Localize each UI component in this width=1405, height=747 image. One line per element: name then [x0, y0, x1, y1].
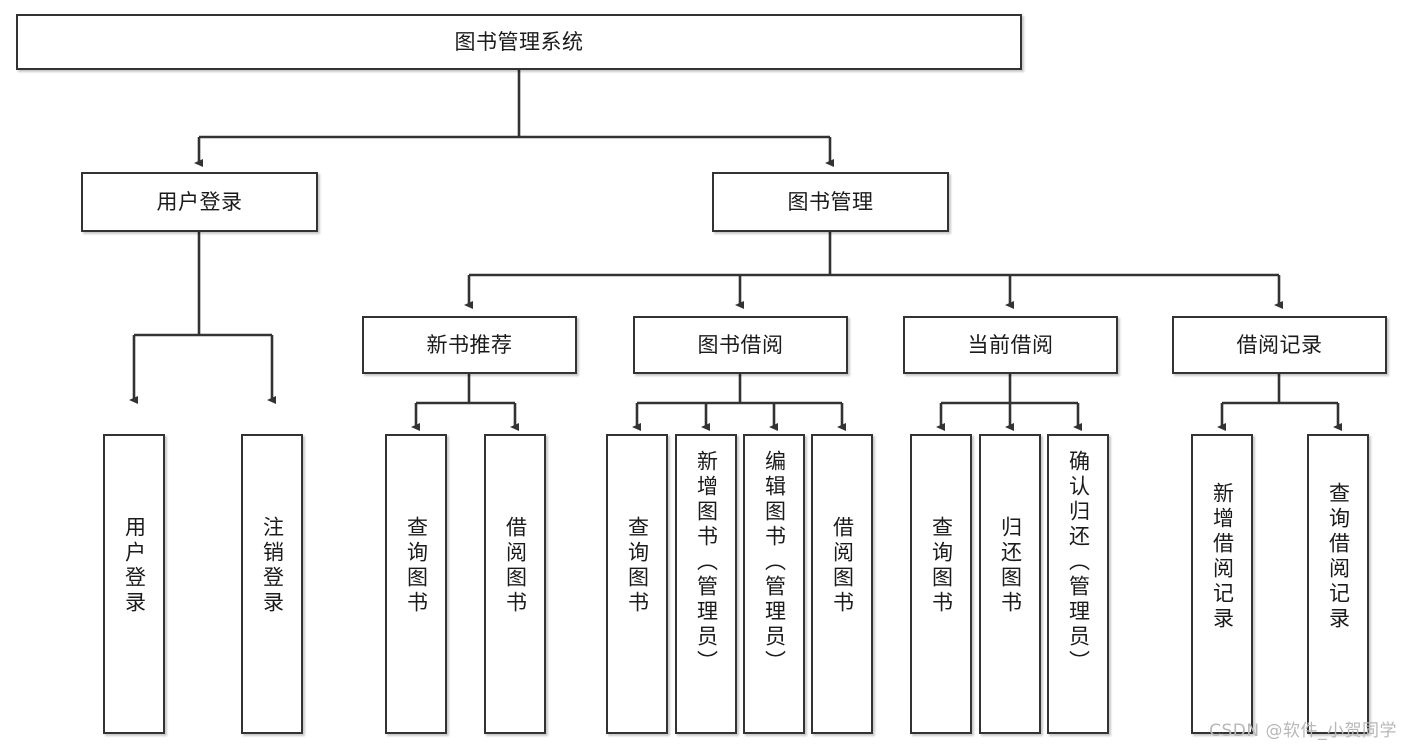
- node-new-book-recommend[interactable]: 新书推荐: [362, 316, 577, 374]
- leaf-logout-login[interactable]: 注销登录: [241, 434, 303, 734]
- leaf-return-book[interactable]: 归还图书: [979, 434, 1041, 734]
- leaf-add-borrow-record[interactable]: 新增借阅记录: [1191, 434, 1253, 734]
- node-new-book-recommend-label: 新书推荐: [426, 332, 513, 357]
- leaf-edit-book-admin-label: 编辑图书（管理员）: [762, 450, 787, 675]
- node-borrow-record[interactable]: 借阅记录: [1172, 316, 1387, 374]
- node-book-borrow[interactable]: 图书借阅: [633, 316, 848, 374]
- leaf-query-borrow-record-label: 查询借阅记录: [1326, 482, 1351, 632]
- node-root-label: 图书管理系统: [454, 29, 584, 54]
- leaf-borrow-book-1[interactable]: 借阅图书: [484, 434, 546, 734]
- node-current-borrow-label: 当前借阅: [967, 332, 1054, 357]
- node-user-login[interactable]: 用户登录: [81, 172, 318, 232]
- leaf-logout-login-label: 注销登录: [260, 516, 285, 616]
- node-book-management-label: 图书管理: [787, 189, 874, 214]
- leaf-add-book-admin[interactable]: 新增图书（管理员）: [675, 434, 737, 734]
- watermark-text: CSDN @软件_小贺同学: [1209, 721, 1397, 741]
- leaf-query-book-1-label: 查询图书: [404, 516, 429, 616]
- leaf-add-borrow-record-label: 新增借阅记录: [1210, 482, 1235, 632]
- leaf-add-book-admin-label: 新增图书（管理员）: [694, 450, 719, 675]
- leaf-borrow-book-1-label: 借阅图书: [503, 516, 528, 616]
- leaf-query-book-3[interactable]: 查询图书: [910, 434, 972, 734]
- leaf-confirm-return-admin-label: 确认归还（管理员）: [1066, 450, 1091, 675]
- leaf-borrow-book-2[interactable]: 借阅图书: [811, 434, 873, 734]
- node-current-borrow[interactable]: 当前借阅: [903, 316, 1118, 374]
- leaf-borrow-book-2-label: 借阅图书: [830, 516, 855, 616]
- leaf-query-book-1[interactable]: 查询图书: [385, 434, 447, 734]
- node-root[interactable]: 图书管理系统: [16, 14, 1022, 70]
- leaf-query-borrow-record[interactable]: 查询借阅记录: [1307, 434, 1369, 734]
- leaf-return-book-label: 归还图书: [998, 516, 1023, 616]
- leaf-user-login[interactable]: 用户登录: [103, 434, 165, 734]
- leaf-query-book-2-label: 查询图书: [625, 516, 650, 616]
- node-borrow-record-label: 借阅记录: [1236, 332, 1323, 357]
- leaf-query-book-3-label: 查询图书: [929, 516, 954, 616]
- node-book-borrow-label: 图书借阅: [697, 332, 784, 357]
- leaf-user-login-label: 用户登录: [122, 516, 147, 616]
- node-user-login-label: 用户登录: [156, 189, 243, 214]
- leaf-edit-book-admin[interactable]: 编辑图书（管理员）: [743, 434, 805, 734]
- leaf-confirm-return-admin[interactable]: 确认归还（管理员）: [1047, 434, 1109, 734]
- leaf-query-book-2[interactable]: 查询图书: [606, 434, 668, 734]
- node-book-management[interactable]: 图书管理: [712, 172, 949, 232]
